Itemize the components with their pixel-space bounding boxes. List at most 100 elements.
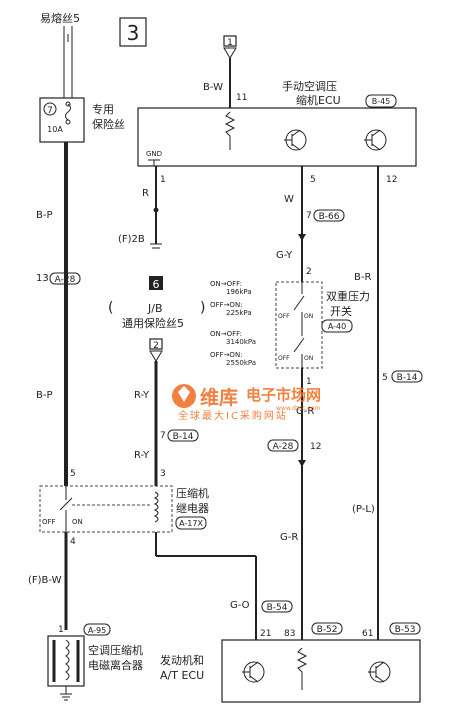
pressure-note-6: 3140kPa: [226, 338, 256, 346]
connector1-id: 1: [227, 38, 233, 48]
svg-text:OFF: OFF: [278, 355, 290, 362]
pressure-note-1: ON→OFF:: [210, 280, 242, 288]
wire-gy-label: G-Y: [276, 250, 293, 261]
connector1-symbol: [223, 47, 237, 59]
f2b-label: (F)2B: [118, 234, 145, 245]
pressure-switch-box: [275, 281, 323, 369]
wire-gr-mid-label: G-R: [296, 406, 314, 417]
fuse-symbol: [65, 103, 71, 121]
connector2-id: 2: [153, 341, 159, 351]
pin5-br: 5: [382, 373, 388, 383]
fuse-number-circle: [43, 102, 57, 116]
ref-a28-label: A-28: [55, 275, 76, 285]
pressure-switch-contact1: [293, 295, 305, 311]
fusible-link-label: 易熔丝5: [40, 11, 80, 25]
pressure-switch-label2: 开关: [330, 304, 352, 318]
ecu-pin1: 1: [160, 175, 166, 185]
engine-ecu-label1: 发动机和: [160, 653, 204, 667]
relay-ref: A-17X: [179, 519, 203, 528]
ref-b52: B-52: [317, 625, 338, 635]
wire-ry-low-label: R-Y: [134, 450, 150, 461]
compressor-ecu-box: [137, 107, 417, 167]
pin7-w: 7: [306, 211, 312, 221]
pin1-switch: 1: [306, 377, 312, 387]
wire-r-label: R: [142, 188, 149, 199]
relay-coil: [153, 491, 159, 523]
pressure-switch-contact2: [293, 337, 305, 353]
ecu-resistor: [224, 111, 236, 137]
pin12-switch: 12: [310, 442, 321, 452]
svg-text:(: (: [108, 300, 113, 316]
wire-bp-upper-label: B-P: [36, 210, 53, 221]
wire-bw-label: B-W: [203, 82, 223, 93]
wire-gr-low-label: G-R: [280, 532, 298, 543]
wire-ry-top-label: R-Y: [134, 390, 150, 401]
ref-b14: B-14: [173, 432, 194, 442]
pressure-note-2: 196kPa: [226, 288, 252, 296]
relay-off-label: OFF: [42, 518, 56, 526]
jb-marker: 6: [153, 278, 160, 291]
pin2: 2: [306, 267, 312, 277]
pressure-switch-ref: A-40: [328, 322, 346, 331]
engine-ecu-label2: A/T ECU: [160, 669, 204, 682]
compressor-ecu-label2: 缩机ECU: [296, 93, 341, 107]
clutch-label-line1: 空调压缩机: [88, 643, 143, 657]
watermark: 维库 电子市场网 全球最大IC采购网站 www.dzsc.com: [172, 384, 321, 422]
ecu-pin12: 12: [386, 175, 397, 185]
wire-pl-label: (P-L): [352, 504, 375, 515]
pin61: 61: [362, 629, 373, 639]
relay-label-line1: 压缩机: [176, 486, 209, 500]
ref-a28b: A-28: [273, 442, 294, 452]
clutch-coil: [65, 639, 70, 681]
relay-box: [39, 485, 173, 533]
ref-b14b: B-14: [397, 373, 418, 383]
engine-ecu-resistor: [296, 647, 308, 673]
fuse-label-line2: 保险丝: [92, 117, 125, 131]
watermark-brand: 维库: [200, 386, 238, 409]
page-number-box: [119, 17, 147, 47]
relay-switch: [59, 497, 73, 511]
connector2-symbol: [149, 350, 163, 362]
pressure-note-4: 225kPa: [226, 309, 252, 317]
relay-label-line2: 继电器: [176, 502, 209, 515]
engine-ecu-box: [221, 639, 421, 703]
wire-br-label: B-R: [354, 272, 371, 283]
svg-text:ON: ON: [304, 355, 313, 362]
jb-marker-box: [149, 276, 163, 290]
pin21: 21: [260, 629, 271, 639]
wire-go-label: G-O: [230, 600, 250, 611]
fuse-box: [39, 97, 85, 143]
page-number: 3: [127, 21, 140, 45]
relay-on-label: ON: [72, 518, 83, 526]
ecu-gnd-label: GND: [146, 150, 162, 158]
pin7-ry: 7: [160, 431, 166, 441]
jb-label2: 通用保险丝5: [122, 316, 184, 330]
ref-b66: B-66: [319, 212, 340, 222]
jb-label1: J/B: [147, 302, 163, 315]
relay-pin5: 5: [70, 469, 76, 479]
svg-text:ON: ON: [304, 313, 313, 320]
pressure-note-7: OFF→ON:: [210, 351, 243, 359]
pressure-switch-label1: 双重压力: [326, 289, 370, 303]
pressure-note-5: ON→OFF:: [210, 330, 242, 338]
watermark-slogan: 全球最大IC采购网站: [178, 409, 288, 422]
svg-text:): ): [200, 300, 205, 316]
compressor-ecu-ref: B-45: [372, 97, 391, 106]
wire-bp-lower-label: B-P: [36, 390, 53, 401]
pressure-note-8: 2550kPa: [226, 359, 256, 367]
pin83: 83: [284, 629, 295, 639]
ref-a95: A-95: [88, 626, 106, 635]
watermark-site: 电子市场网: [246, 386, 321, 404]
conn-13-label: 13: [36, 273, 49, 284]
pressure-note-3: OFF→ON:: [210, 301, 243, 309]
clutch-pin1: 1: [58, 625, 64, 635]
ref-b54: B-54: [267, 603, 288, 613]
watermark-url: www.dzsc.com: [276, 405, 320, 412]
relay-pin4: 4: [70, 537, 76, 547]
pin3: 3: [160, 469, 166, 479]
fuse-number: 7: [47, 106, 53, 116]
svg-text:OFF: OFF: [278, 313, 290, 320]
ecu-pin5: 5: [310, 175, 316, 185]
